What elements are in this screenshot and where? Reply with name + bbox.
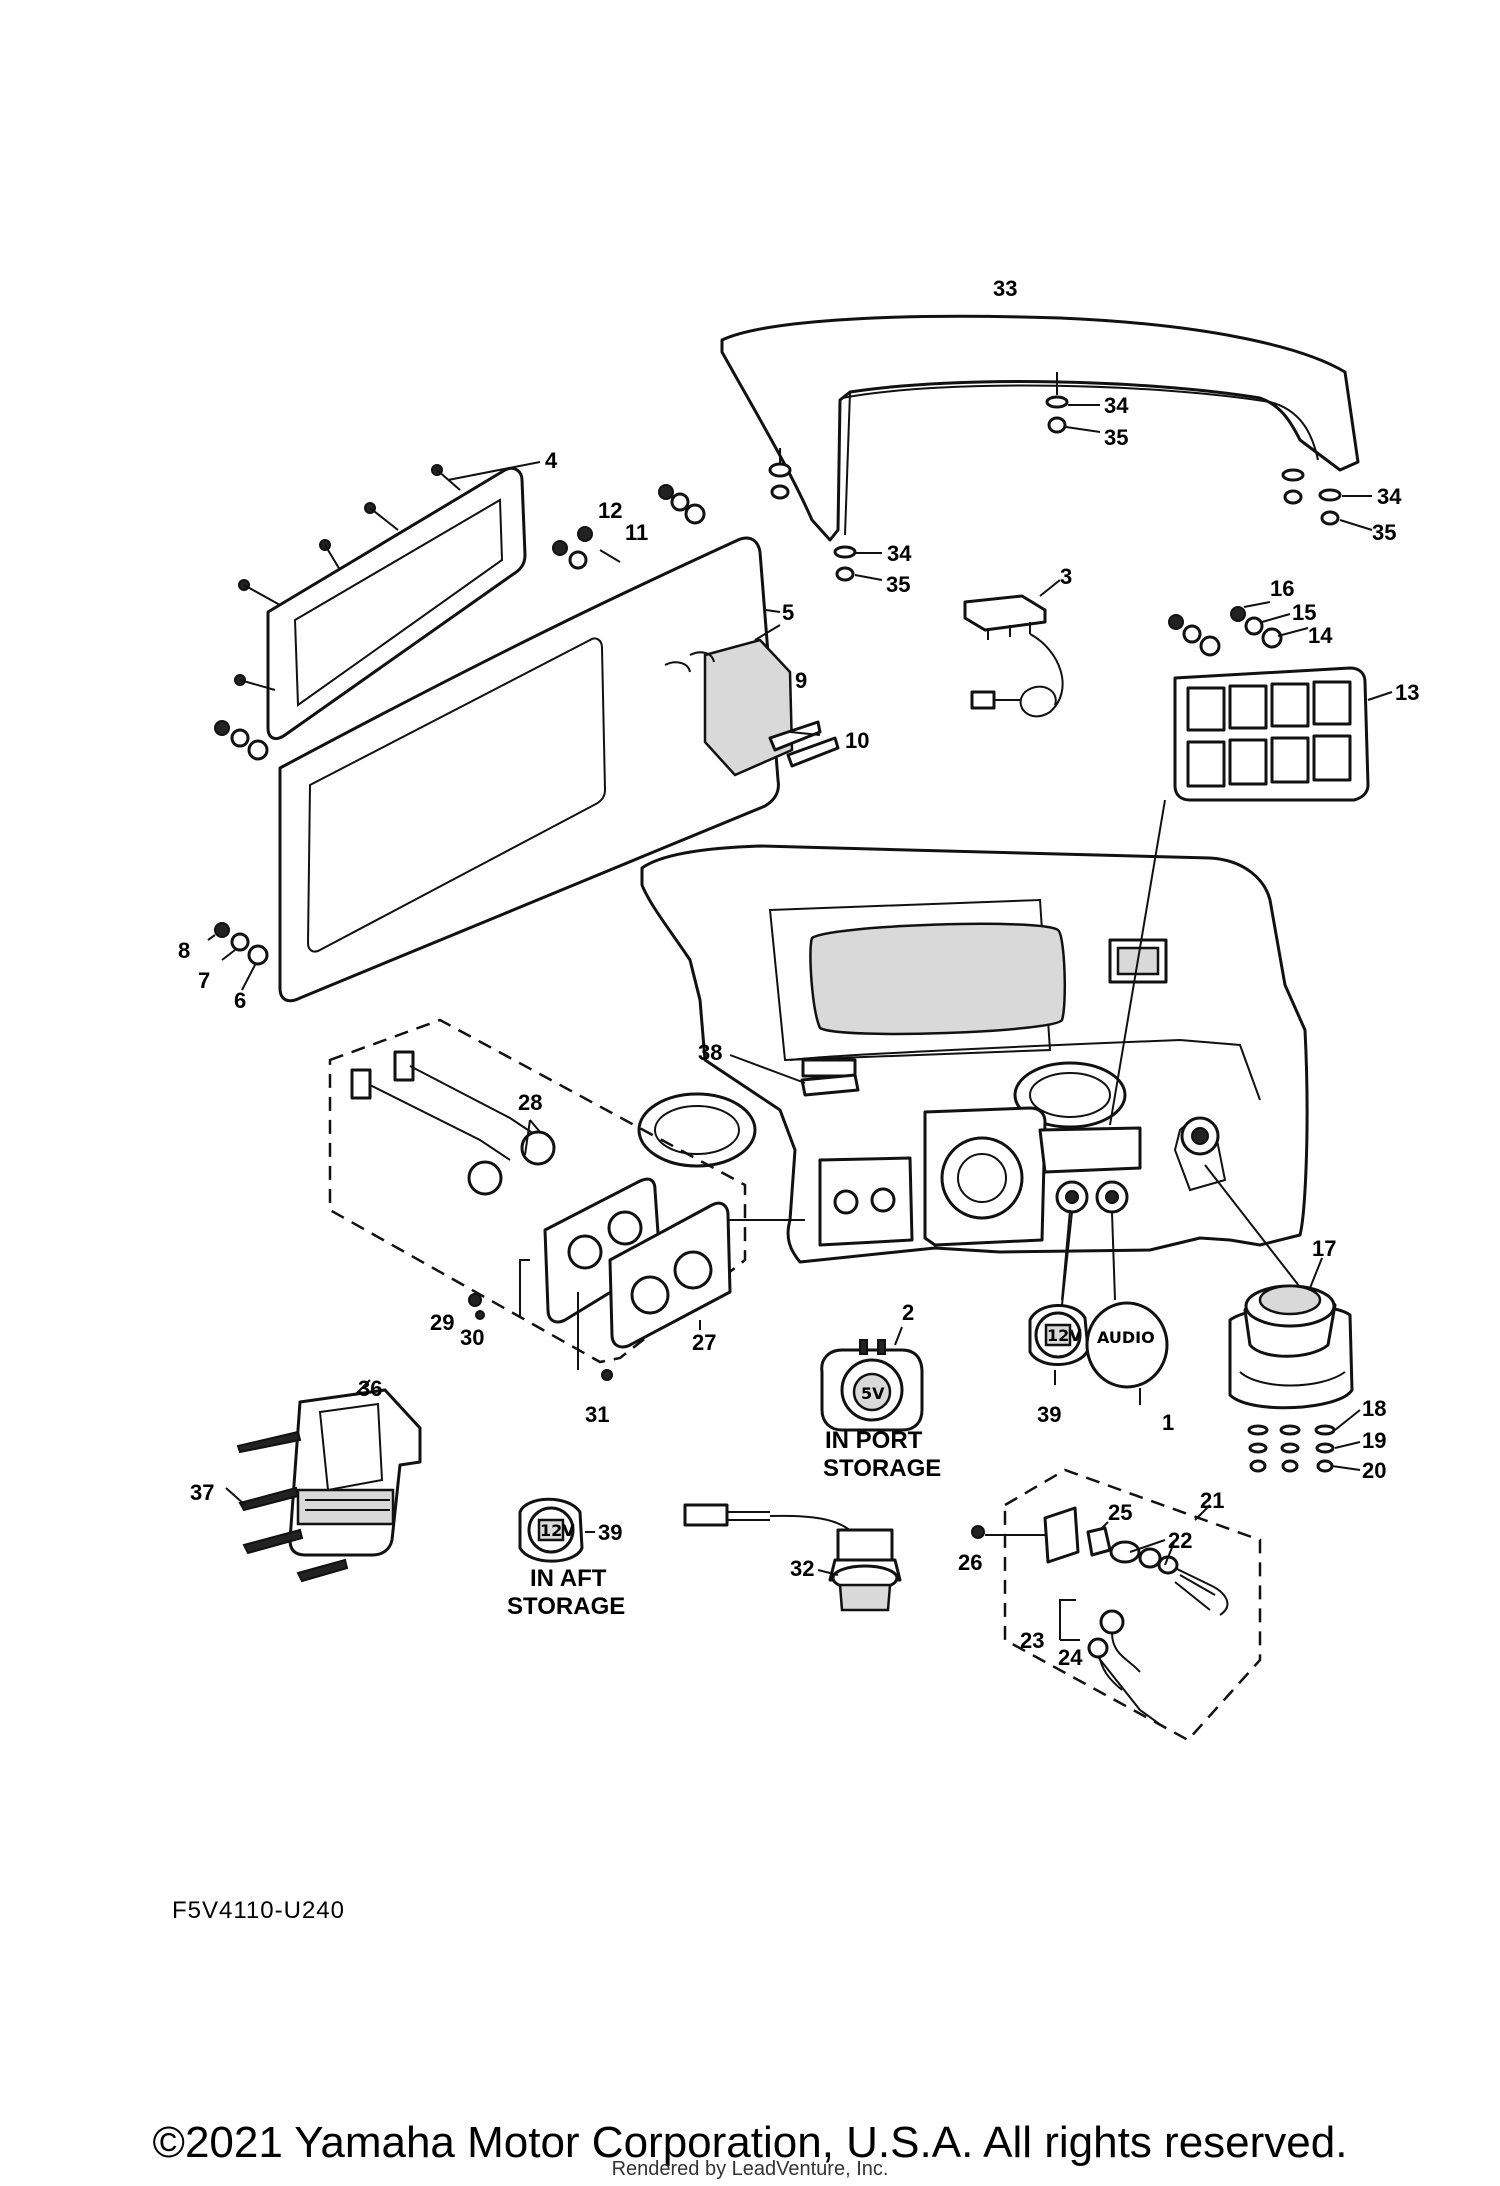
part-number-27: 27 — [692, 1330, 716, 1355]
part-number-11: 11 — [625, 520, 648, 545]
switch-panel-buttons — [1186, 680, 1352, 788]
part-number-7: 7 — [198, 968, 210, 993]
mounting-bracket-part — [225, 1379, 422, 1583]
part-number-32: 32 — [790, 1556, 814, 1581]
part-number-18: 18 — [1362, 1396, 1386, 1421]
part-number-14: 14 — [1308, 623, 1333, 648]
switch-panel-part — [1168, 601, 1393, 802]
part-number-2: 2 — [902, 1300, 914, 1325]
socket-12v-label: 12V — [1047, 1326, 1082, 1345]
label-38-part — [729, 1054, 860, 1097]
rendered-by-credit: Rendered by LeadVenture, Inc. — [611, 2158, 889, 2180]
part-number-9: 9 — [795, 668, 807, 693]
part-number-34-c: 34 — [887, 541, 912, 566]
socket-5v-part: 5V IN PORT STORAGE — [820, 1326, 941, 1482]
part-number-1: 1 — [1162, 1410, 1174, 1435]
part-number-3: 3 — [1060, 564, 1072, 589]
part-number-5: 5 — [782, 600, 794, 625]
dash-panel-part — [278, 536, 840, 1003]
part-number-23: 23 — [1020, 1628, 1044, 1653]
part-number-37: 37 — [190, 1480, 214, 1505]
audio-label: AUDIO — [1097, 1328, 1155, 1347]
part-number-22: 22 — [1168, 1528, 1192, 1553]
part-number-28: 28 — [518, 1090, 542, 1115]
part-number-8: 8 — [178, 938, 190, 963]
part-number-labels: 1 2 3 4 5 6 7 8 9 10 11 12 13 14 15 16 1… — [178, 276, 1419, 1670]
usb-socket-assembly-group — [328, 1018, 747, 1381]
part-number-35-c: 35 — [886, 572, 910, 597]
port-storage-note-line1: IN PORT — [825, 1427, 923, 1454]
display-bezel-part — [234, 461, 541, 740]
part-number-16: 16 — [1270, 576, 1294, 601]
socket-12v-aft-part: 12V IN AFT STORAGE — [507, 1497, 625, 1620]
part-number-21: 21 — [1200, 1488, 1224, 1513]
part-number-24: 24 — [1058, 1645, 1083, 1670]
part-number-38: 38 — [698, 1040, 722, 1065]
part-number-36: 36 — [358, 1376, 382, 1401]
sensor-harness-group — [971, 1468, 1262, 1742]
aft-storage-note-line2: STORAGE — [507, 1593, 625, 1620]
sensor-with-cable-part — [683, 1503, 902, 1612]
part-number-17: 17 — [1312, 1236, 1336, 1261]
diagram-code: F5V4110-U240 — [172, 1897, 345, 1924]
part-number-6: 6 — [234, 988, 246, 1013]
part-number-20: 20 — [1362, 1458, 1386, 1483]
part-number-35-b: 35 — [1372, 520, 1396, 545]
washer-nut-set — [768, 372, 1373, 582]
module-with-cable-part — [963, 579, 1064, 718]
socket-12v-part: 12V — [1028, 1304, 1090, 1385]
part-number-19: 19 — [1362, 1428, 1386, 1453]
hood-visor-part — [720, 314, 1360, 542]
port-storage-note-line2: STORAGE — [823, 1455, 941, 1482]
control-knob-part — [1228, 1257, 1361, 1473]
part-number-35-a: 35 — [1104, 425, 1128, 450]
audio-jack-part: AUDIO — [1085, 1301, 1169, 1405]
part-number-39-b: 39 — [598, 1520, 622, 1545]
aft-storage-note-line1: IN AFT — [530, 1565, 607, 1592]
part-number-13: 13 — [1395, 680, 1419, 705]
part-number-39-a: 39 — [1037, 1402, 1061, 1427]
part-number-31: 31 — [585, 1402, 609, 1427]
part-number-34-a: 34 — [1104, 393, 1129, 418]
part-number-33: 33 — [993, 276, 1017, 301]
part-number-34-b: 34 — [1377, 484, 1402, 509]
part-number-26: 26 — [958, 1550, 982, 1575]
part-number-12: 12 — [598, 498, 622, 523]
part-number-4: 4 — [545, 448, 558, 473]
panel-hardware — [207, 484, 706, 991]
part-number-29: 29 — [430, 1310, 454, 1335]
socket-5v-label: 5V — [861, 1384, 885, 1403]
socket-12v-aft-label: 12V — [540, 1521, 575, 1540]
main-console-part — [637, 844, 1309, 1264]
part-number-10: 10 — [845, 728, 869, 753]
part-number-25: 25 — [1108, 1500, 1132, 1525]
part-number-30: 30 — [460, 1325, 484, 1350]
part-number-15: 15 — [1292, 600, 1316, 625]
copyright-notice: ©2021 Yamaha Motor Corporation, U.S.A. A… — [152, 2118, 1348, 2167]
